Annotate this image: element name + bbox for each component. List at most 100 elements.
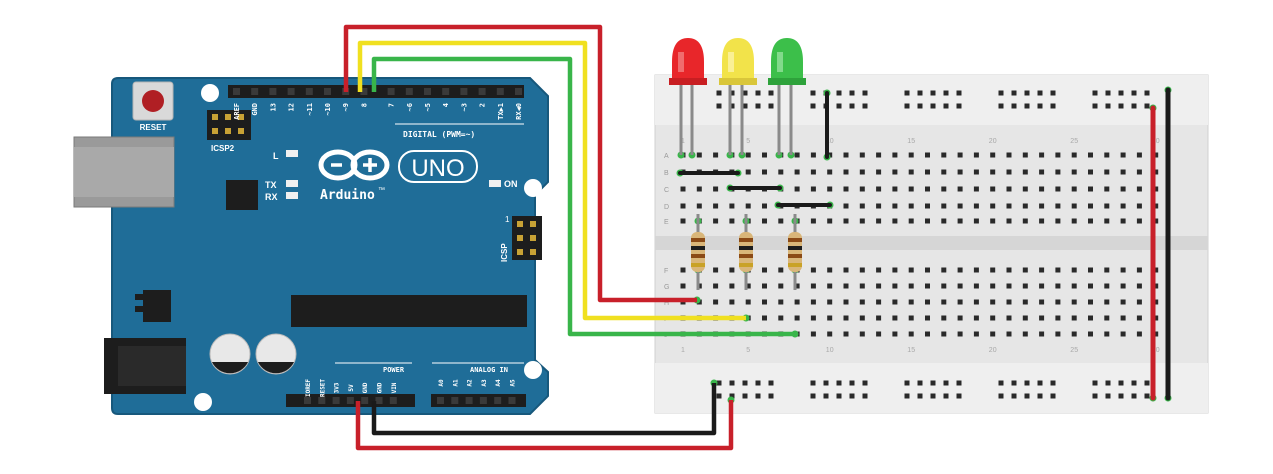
breadboard-hole [1022,315,1028,321]
breadboard-hole [762,315,767,321]
breadboard-hole [1120,283,1126,289]
rail-hole [836,393,842,399]
breadboard-hole [1071,315,1077,321]
led-rx [286,192,298,199]
header-pin [287,88,295,95]
breadboard-hole [1104,315,1110,321]
breadboard-hole [876,203,882,209]
breadboard-hole [1039,315,1045,321]
rail-hole [729,380,735,386]
breadboard-hole [1055,315,1061,321]
breadboard-hole [892,186,898,192]
rail-hole [930,393,936,399]
breadboard-hole [1039,299,1045,305]
rail-hole [1011,103,1017,109]
header-pin [478,88,486,95]
breadboard-hole [713,283,719,289]
rail-hole [904,103,910,109]
breadboard-hole [990,186,996,192]
breadboard-hole [973,152,979,158]
breadboard-hole [925,203,930,209]
power-pin-label: IOREF [305,379,312,397]
breadboard-hole [1055,299,1061,305]
header-pin [389,397,397,404]
rail-hole [716,393,722,399]
breadboard-hole [1022,283,1028,289]
usb-chip [226,180,258,210]
column-number: 10 [826,347,834,354]
breadboard-hole [1022,203,1028,209]
rail-hole [917,393,923,399]
row-letter: A [664,153,669,160]
breadboard-hole [876,299,882,305]
breadboard-hole [843,152,849,158]
breadboard-hole [925,283,930,289]
breadboard-hole [859,315,865,321]
breadboard-hole [1136,169,1142,175]
digital-pin-label: TX▶1 [497,103,505,120]
breadboard-hole [1136,218,1142,224]
breadboard-hole [1055,186,1061,192]
header-pin [361,397,369,404]
row-letter: F [664,268,668,275]
breadboard-hole [1120,299,1126,305]
rail-hole [823,393,829,399]
wire-green-pin8 [371,56,795,337]
breadboard-hole [973,203,979,209]
breadboard-hole [810,267,816,273]
breadboard-hole [729,218,735,224]
analog-pin-label: A5 [510,379,517,387]
breadboard-hole [925,152,930,158]
breadboard-hole [778,169,784,175]
header-pin [375,397,383,404]
breadboard-hole [810,152,816,158]
breadboard-hole [941,315,947,321]
led-yellow [719,38,757,155]
breadboard-hole [876,267,882,273]
led-green [768,38,806,155]
rail-hole [755,103,761,109]
breadboard-hole [745,203,751,209]
breadboard-hole [843,218,849,224]
breadboard-hole [876,152,882,158]
rail-hole [742,393,748,399]
breadboard-hole [908,169,914,175]
column-number: 5 [746,347,750,354]
breadboard-hole [1088,299,1093,305]
header-pin [318,397,326,404]
breadboard-hole [892,218,898,224]
breadboard-hole [827,186,833,192]
column-number: 20 [989,138,997,145]
header-pin [324,88,331,95]
digital-pin-label: 12 [288,103,296,111]
column-number: 10 [826,138,834,145]
rail-hole [849,103,855,109]
icsp-pin1-marker: 1 [505,215,510,224]
rail-hole [998,380,1004,386]
breadboard-hole [892,267,898,273]
breadboard-hole [762,218,767,224]
breadboard-hole [1136,331,1142,337]
breadboard-hole [794,283,800,289]
power-pin-label: GND [362,382,369,393]
breadboard-hole [1153,152,1159,158]
rail-hole [1024,90,1030,96]
mounting-hole [194,393,212,411]
analog-pin-label: A3 [481,379,488,387]
breadboard-hole [859,186,865,192]
rail-hole [956,393,962,399]
rail-hole [1118,90,1124,96]
breadboard-hole [1039,331,1045,337]
column-number: 15 [907,347,915,354]
breadboard-hole [957,186,963,192]
breadboard-hole [1006,152,1012,158]
breadboard-hole [908,186,914,192]
column-number: 25 [1070,138,1078,145]
header-pin [332,397,340,404]
analog-pin-label: A4 [495,379,502,387]
breadboard-hole [1071,203,1077,209]
rail-hole [1105,393,1111,399]
mounting-hole [524,179,542,197]
